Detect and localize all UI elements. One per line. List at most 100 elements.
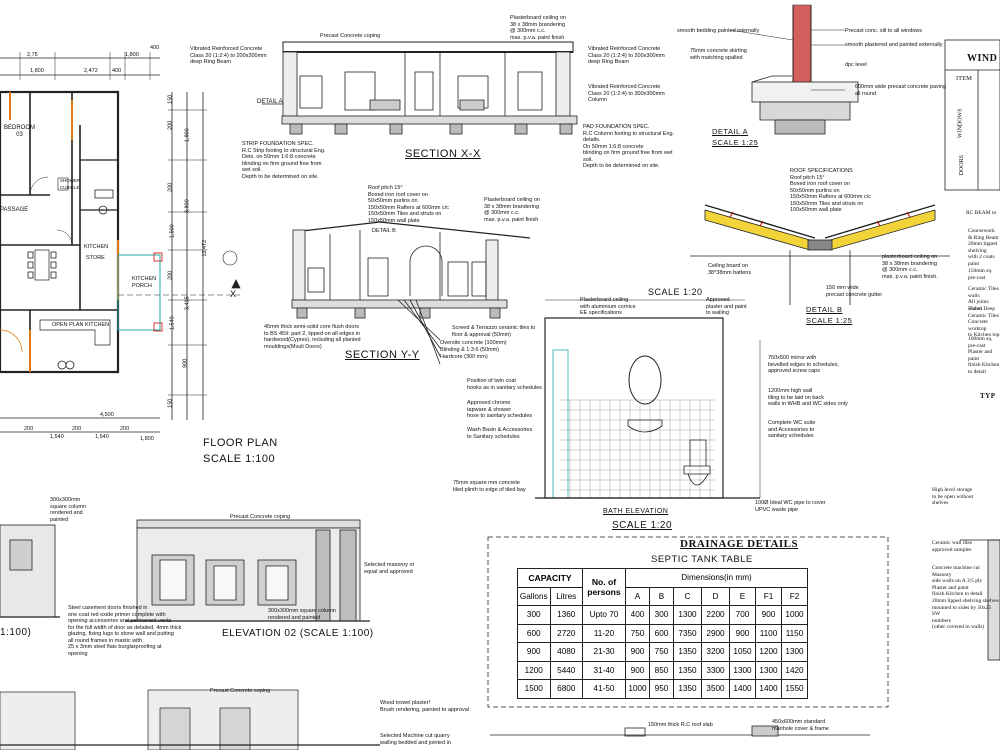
dim-side-3: 1,800	[184, 128, 191, 143]
elev-left-tag: 1:100)	[0, 627, 32, 638]
cell: 1300	[673, 605, 702, 625]
cell: 1350	[673, 642, 702, 662]
cell: 7350	[673, 623, 702, 643]
manhole-note: 450x600mm standard manhole cover & frame	[772, 719, 829, 732]
cell: 1200	[517, 660, 551, 680]
sx-column: Vibrated Reinforced Concrete Class 20 (1…	[588, 84, 665, 103]
room-shower: SHOWER CUBICLE	[60, 178, 81, 190]
dim-side-5: 3,800	[184, 199, 191, 214]
bath-note-l1: Plasterboard ceiling with aluminium corn…	[580, 297, 636, 316]
cell: 1300	[781, 642, 808, 662]
da-note-1: smooth bedding painted internally	[677, 28, 760, 34]
wind-doors: DOORS	[958, 155, 965, 176]
room-bedroom: BEDROOM 03	[4, 125, 36, 138]
sy-hardcore: Hardcore (300 mm)	[440, 354, 488, 360]
cell: 1300	[729, 660, 756, 680]
bath-note-r5: 100Ø Ideal WC pipe to cover UPVC waste p…	[755, 500, 826, 513]
floor-plan	[0, 52, 241, 433]
cell: 1100	[755, 623, 782, 643]
db-roof-spec: ROOF SPECIFICATIONS Roof pitch 15° Boxed…	[790, 168, 872, 213]
sy-ceiling: Plasterboard ceiling on 38 x 38mm brande…	[484, 197, 540, 223]
da-note-3: smooth plastered and painted externally	[845, 42, 943, 48]
detail-a-scale: SCALE 1:25	[712, 138, 759, 147]
cell: 900	[729, 623, 756, 643]
cell: 900	[625, 642, 650, 662]
da-note-6: 600mm wide precast concrete paving all r…	[855, 84, 947, 97]
bath-scale: SCALE 1:20	[612, 520, 673, 531]
cell: 900	[755, 605, 782, 625]
cell: 750	[625, 623, 650, 643]
h-capacity: CAPACITY	[517, 568, 583, 588]
cell: 1050	[729, 642, 756, 662]
bath-title: BATH ELEVATION	[603, 508, 669, 515]
rp-note-2: 150mm sq. pre-cast	[968, 268, 993, 281]
rp-note-3: Ceramic Tiles walls All joints sealed	[968, 286, 999, 312]
cell: Upto 70	[582, 605, 626, 625]
dim-side-1: 150	[167, 94, 174, 104]
cell: 3500	[701, 679, 730, 699]
bath-scale-top: SCALE 1:20	[648, 287, 703, 297]
drainage-frame	[487, 536, 889, 708]
dim-bottom-4: 1,540	[95, 434, 109, 440]
wind-item: ITEM	[956, 75, 972, 82]
h-col-f2: F2	[781, 586, 808, 606]
cell: 1350	[673, 660, 702, 680]
db-ceiling-board: Ceiling board on 38*38mm battens	[708, 263, 752, 276]
room-kitchen: KITCHEN	[84, 244, 109, 250]
dim-bottom-6: 4,500	[100, 412, 114, 418]
bath-note-l2: Position of twin coat hooks as in sanita…	[467, 378, 542, 391]
rp-note2-1: High level storage to be open without sh…	[932, 487, 974, 506]
bath-note-r1: Approved plaster and paint to walling	[706, 297, 747, 316]
sx-coping: Precast Concrete coping	[320, 33, 381, 39]
bath-note-r2: 750x500 mirror with bevelled edges to sc…	[768, 355, 839, 374]
cell: 1300	[755, 660, 782, 680]
cell: 750	[649, 642, 674, 662]
h-col-f1: F1	[755, 586, 782, 606]
cell: 31-40	[582, 660, 626, 680]
h-col-e: E	[729, 586, 756, 606]
cell: 1400	[729, 679, 756, 699]
floor-plan-title: FLOOR PLAN	[203, 437, 278, 449]
dim-side-10: 3,415	[184, 296, 191, 311]
cell: 4080	[549, 642, 583, 662]
h-col-c: C	[673, 586, 702, 606]
h-col-a: A	[625, 586, 650, 606]
bath-note-l3: Approved chrome tapware & shower hose to…	[467, 400, 533, 419]
section-mark-x: X	[230, 289, 237, 299]
dim-side-2: 200	[167, 120, 174, 130]
elev-column: 300x300mm square column rendered and pai…	[50, 497, 87, 523]
sx-detail-a-tag: DETAIL A	[257, 99, 283, 105]
bottom-slab	[490, 725, 870, 737]
rp-type-tag: TYP	[980, 392, 996, 400]
room-store: STORE	[86, 255, 105, 261]
section-yy-title: SECTION Y-Y	[345, 349, 420, 361]
cell: 700	[729, 605, 756, 625]
sy-door-note: 45mm thick semi-solid core flush doors t…	[264, 324, 361, 350]
elevation-01-drawing	[0, 524, 60, 618]
cell: 1500	[517, 679, 551, 699]
cell: 1420	[781, 660, 808, 680]
slab-note: 150mm thick R.C roof slab	[648, 722, 713, 728]
h-col-b: B	[649, 586, 674, 606]
h-col-d: D	[701, 586, 730, 606]
rc-beam: RC BEAM to	[966, 210, 997, 216]
detail-b-scale: SCALE 1:25	[806, 316, 853, 325]
rp-note2-3: Concrete machine cut Masonry side walls …	[932, 565, 983, 597]
cell: 600	[517, 623, 551, 643]
dim-bottom-3: 200	[72, 426, 82, 432]
detail-a-title: DETAIL A	[712, 127, 749, 136]
elevation-02-title: ELEVATION 02 (SCALE 1:100)	[222, 628, 374, 639]
elev-masonry: Selected masonry or equal and approved	[364, 562, 415, 575]
cell: 1550	[781, 679, 808, 699]
cell: 1200	[755, 642, 782, 662]
room-kitchen-porch: KITCHEN PORCH	[132, 276, 157, 289]
cell: 300	[649, 605, 674, 625]
dim-side-7: 200	[167, 270, 174, 280]
section-xx-title: SECTION X-X	[405, 148, 481, 160]
cell: 2900	[701, 623, 730, 643]
septic-tank-table: CAPACITY No. of persons Dimensions(in mm…	[517, 568, 808, 699]
